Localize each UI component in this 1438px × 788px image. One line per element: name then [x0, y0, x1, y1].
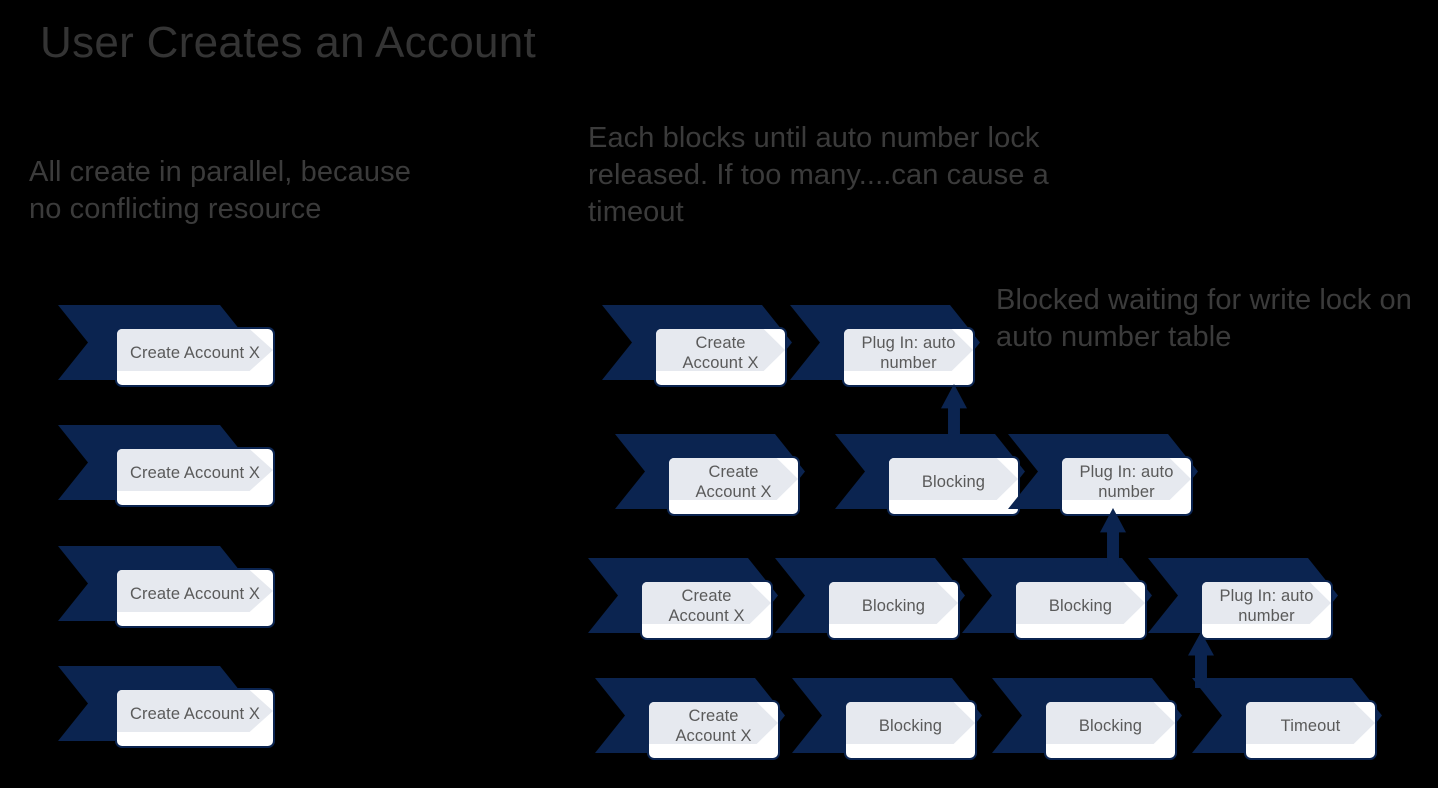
step-card-chevron-tint [656, 329, 785, 371]
step-label: Create Account X [129, 463, 260, 482]
step-label: Create Account X [682, 333, 759, 372]
step-card-chevron-tint [642, 582, 771, 624]
step-card[interactable]: Create Account X [115, 327, 275, 387]
step-card-chevron-tint [1202, 582, 1331, 624]
step-card[interactable]: Blocking [844, 700, 977, 760]
caption-right-annotation: Blocked waiting for write lock on auto n… [996, 284, 1412, 354]
step-label: Blocking [921, 472, 986, 491]
step-label: Blocking [1048, 596, 1113, 615]
step-card-chevron-tint [649, 702, 778, 744]
arrow-row2-to-row1-icon [941, 384, 967, 442]
step-card[interactable]: Plug In: auto number [1200, 580, 1333, 640]
step-label: Blocking [861, 596, 926, 615]
step-card-chevron-tint [829, 582, 958, 624]
step-label: Plug In: auto number [1219, 586, 1314, 625]
step-label: Create Account X [695, 462, 772, 501]
step-card[interactable]: Blocking [887, 456, 1020, 516]
step-card[interactable]: Create Account X [115, 688, 275, 748]
step-label: Plug In: auto number [1079, 462, 1174, 501]
step-card-chevron-tint [1062, 458, 1191, 500]
step-card-chevron-tint [117, 329, 273, 371]
step-card[interactable]: Create Account X [654, 327, 787, 387]
step-card[interactable]: Create Account X [115, 568, 275, 628]
step-card[interactable]: Blocking [1044, 700, 1177, 760]
step-card[interactable]: Blocking [1014, 580, 1147, 640]
step-label: Create Account X [675, 706, 752, 745]
step-card-chevron-tint [846, 702, 975, 744]
step-label: Blocking [878, 716, 943, 735]
page-title: User Creates an Account [40, 18, 537, 67]
step-label: Create Account X [668, 586, 745, 625]
step-card[interactable]: Create Account X [115, 447, 275, 507]
step-card-chevron-tint [889, 458, 1018, 500]
step-card[interactable]: Blocking [827, 580, 960, 640]
caption-left: All create in parallel, because no confl… [29, 156, 411, 226]
step-card-chevron-tint [1246, 702, 1375, 744]
step-card[interactable]: Create Account X [647, 700, 780, 760]
step-label: Create Account X [129, 584, 260, 603]
step-card-chevron-tint [117, 449, 273, 491]
step-label: Create Account X [129, 704, 260, 723]
step-card-chevron-tint [844, 329, 973, 371]
arrow-row3-to-row2-icon [1100, 508, 1126, 566]
step-card[interactable]: Plug In: auto number [842, 327, 975, 387]
step-card-chevron-tint [117, 570, 273, 612]
step-card[interactable]: Create Account X [640, 580, 773, 640]
step-label: Timeout [1280, 716, 1341, 735]
step-label: Plug In: auto number [861, 333, 956, 372]
step-label: Create Account X [129, 343, 260, 362]
caption-middle: Each blocks until auto number lock relea… [588, 122, 1049, 229]
step-card-chevron-tint [117, 690, 273, 732]
step-card[interactable]: Timeout [1244, 700, 1377, 760]
step-card-chevron-tint [669, 458, 798, 500]
step-card[interactable]: Plug In: auto number [1060, 456, 1193, 516]
step-label: Blocking [1078, 716, 1143, 735]
step-card[interactable]: Create Account X [667, 456, 800, 516]
step-card-chevron-tint [1016, 582, 1145, 624]
step-card-chevron-tint [1046, 702, 1175, 744]
